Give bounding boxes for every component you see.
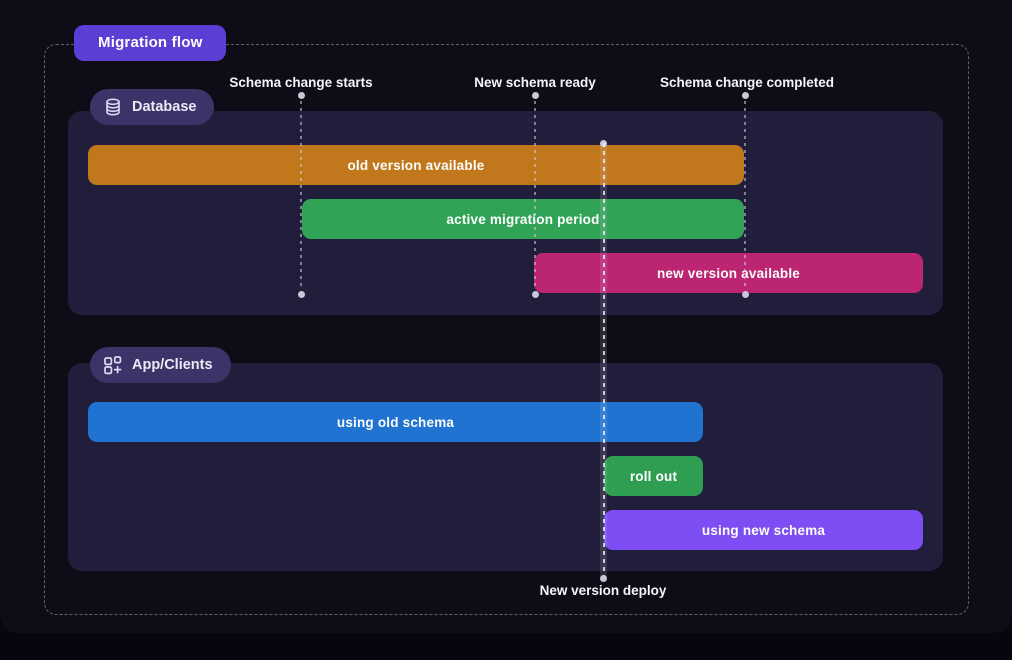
apps-grid-plus-icon xyxy=(103,355,123,375)
milestone-line-dash xyxy=(602,143,605,578)
milestone-line-schema-change-completed xyxy=(744,101,746,290)
milestone-label-schema-change-starts: Schema change starts xyxy=(229,75,373,90)
milestone-dot-bottom-schema-change-completed xyxy=(741,290,749,298)
bar-using-old-schema: using old schema xyxy=(88,402,703,442)
lane-badge-database: Database xyxy=(90,89,215,125)
diagram-dashed-frame xyxy=(44,44,969,615)
lane-badge-app-clients: App/Clients xyxy=(90,347,231,383)
bar-new-version-available: new version available xyxy=(534,253,923,293)
bar-using-new-schema: using new schema xyxy=(604,510,923,550)
lane-badge-label: App/Clients xyxy=(132,357,213,373)
milestone-line-new-schema-ready xyxy=(534,101,536,290)
milestone-line-new-version-deploy xyxy=(600,143,607,578)
milestone-dot-top-schema-change-starts xyxy=(297,91,305,99)
bar-active-migration-period: active migration period xyxy=(302,199,744,239)
milestone-dot-bottom-schema-change-starts xyxy=(297,290,305,298)
title-badge: Migration flow xyxy=(74,25,227,61)
milestone-dot-bottom-new-schema-ready xyxy=(531,290,539,298)
milestone-dot-top-new-schema-ready xyxy=(531,91,539,99)
milestone-label-new-version-deploy: New version deploy xyxy=(539,583,667,598)
bar-roll-out: roll out xyxy=(604,456,703,496)
milestone-dot-bottom-new-version-deploy xyxy=(599,574,607,582)
milestone-dot-top-schema-change-completed xyxy=(741,91,749,99)
bar-old-version-available: old version available xyxy=(88,145,744,185)
lane-badge-label: Database xyxy=(132,99,197,115)
milestone-label-schema-change-completed: Schema change completed xyxy=(659,75,835,90)
database-cylinder-icon xyxy=(103,97,123,117)
milestone-line-schema-change-starts xyxy=(300,101,302,290)
milestone-label-new-schema-ready: New schema ready xyxy=(474,75,596,90)
